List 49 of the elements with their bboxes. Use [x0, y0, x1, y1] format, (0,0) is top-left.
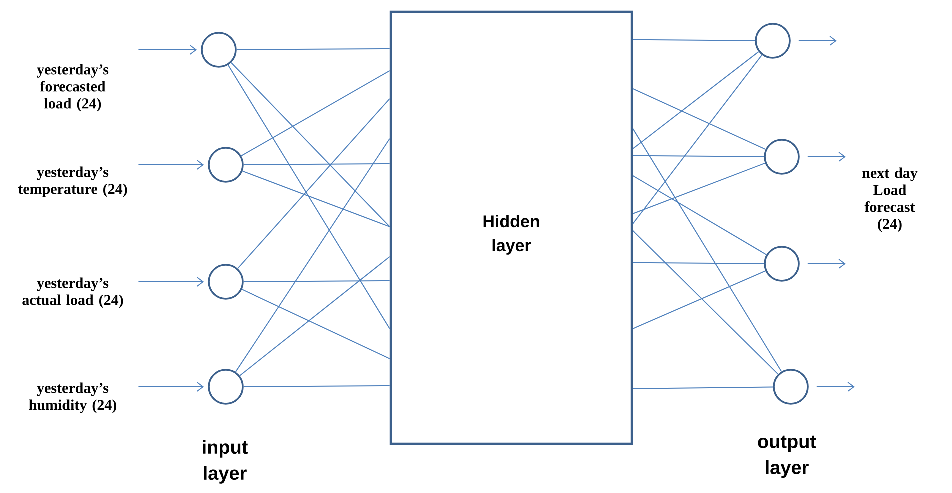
neuron-circle: [755, 23, 791, 59]
layer-label: input layer: [203, 440, 248, 484]
neuron-circle: [208, 264, 244, 300]
output-arrow: [807, 259, 846, 269]
neuron-circle: [208, 147, 244, 183]
connection-line: [240, 256, 390, 376]
neuron-circle: [208, 369, 244, 405]
connection-line: [632, 51, 760, 150]
connection-line: [237, 98, 390, 270]
connection-line: [632, 262, 765, 264]
input-label: yesterday’s temperature (24): [18, 166, 128, 198]
connection-line: [228, 64, 390, 330]
connection-line: [632, 270, 766, 330]
connection-line: [632, 386, 774, 390]
output-arrow: [807, 152, 846, 162]
output-label: next day Load forecast (24): [862, 168, 918, 232]
connection-line: [632, 88, 766, 150]
connection-line: [632, 128, 782, 372]
connection-line: [243, 385, 390, 388]
connection-line: [632, 155, 765, 158]
connection-line: [230, 62, 390, 228]
neuron-circle: [201, 32, 237, 68]
connection-line: [243, 163, 390, 166]
connection-line: [235, 138, 390, 373]
output-arrow: [798, 36, 837, 46]
input-arrow: [138, 45, 198, 55]
connection-line: [632, 54, 763, 224]
connection-line: [632, 39, 756, 42]
input-arrow: [138, 382, 204, 392]
layer-label: output layer: [758, 436, 816, 478]
connection-line: [632, 175, 768, 256]
input-arrow: [138, 160, 204, 170]
connection-line: [632, 230, 779, 375]
connection-line: [236, 48, 390, 50]
input-label: yesterday’s actual load (24): [22, 278, 124, 308]
input-label: yesterday’s humidity (24): [29, 382, 116, 414]
connection-line: [242, 289, 390, 360]
neuron-circle: [773, 369, 809, 405]
layer-label: Hidden layer: [484, 215, 540, 255]
neuron-circle: [764, 139, 800, 175]
connection-line: [243, 280, 390, 282]
connection-line: [241, 70, 390, 157]
connection-line: [632, 162, 766, 214]
neuron-circle: [764, 246, 800, 282]
output-arrow: [816, 382, 855, 392]
input-arrow: [138, 277, 204, 287]
connection-line: [242, 170, 390, 228]
input-label: yesterday’s forecasted load (24): [37, 64, 109, 112]
hidden-layer-box: [390, 10, 634, 446]
